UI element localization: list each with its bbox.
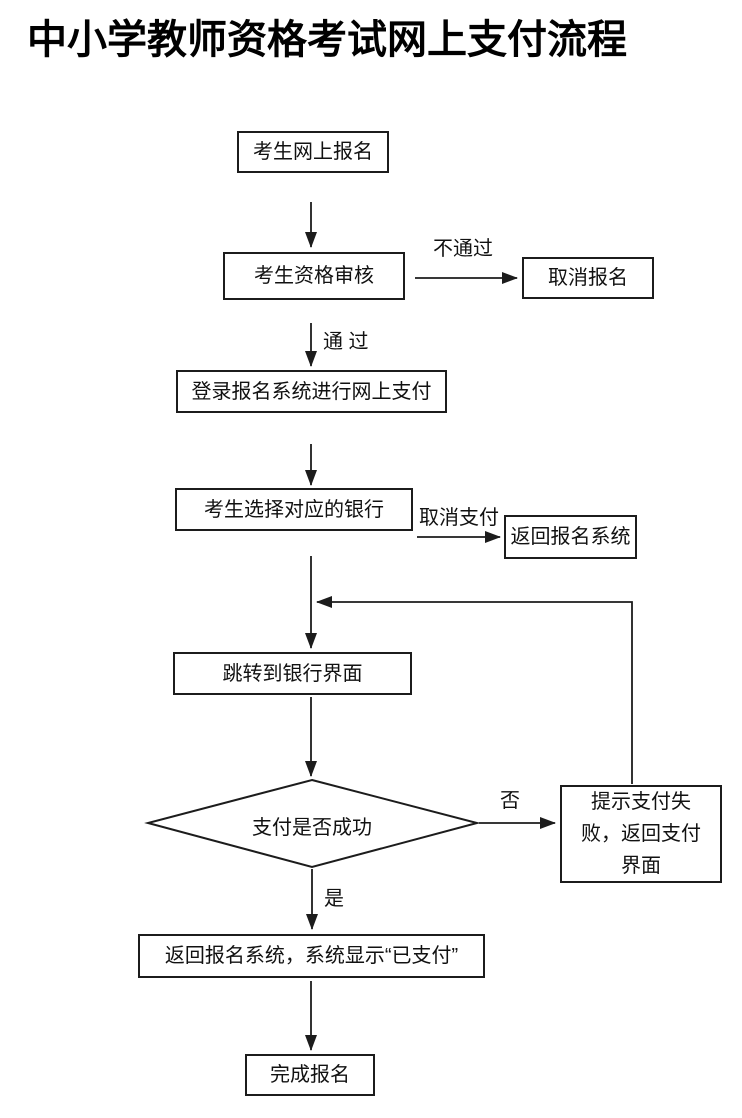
connector-fail-loopback [316, 596, 633, 784]
node-login-pay: 登录报名系统进行网上支付 [176, 370, 447, 413]
edge-label-cancel-pay: 取消支付 [419, 507, 499, 529]
node-pay-fail: 提示支付失败，返回支付界面 [560, 785, 722, 883]
node-return-system: 返回报名系统 [504, 515, 637, 559]
node-bank-page: 跳转到银行界面 [173, 652, 412, 695]
node-review: 考生资格审核 [223, 252, 405, 300]
decision-diamond [144, 778, 481, 869]
edge-label-yes: 是 [324, 888, 344, 910]
edge-label-pass: 通 过 [323, 331, 369, 353]
edge-label-not-pass: 不通过 [433, 238, 493, 260]
node-done: 完成报名 [245, 1054, 375, 1096]
edge-label-no: 否 [500, 790, 520, 812]
node-cancel-register: 取消报名 [522, 257, 654, 299]
node-register: 考生网上报名 [237, 131, 389, 173]
node-paid-shown: 返回报名系统，系统显示“已支付” [138, 934, 485, 978]
node-select-bank: 考生选择对应的银行 [175, 488, 413, 531]
page-title: 中小学教师资格考试网上支付流程 [27, 17, 627, 62]
node-pay-success-label: 支付是否成功 [252, 817, 372, 839]
